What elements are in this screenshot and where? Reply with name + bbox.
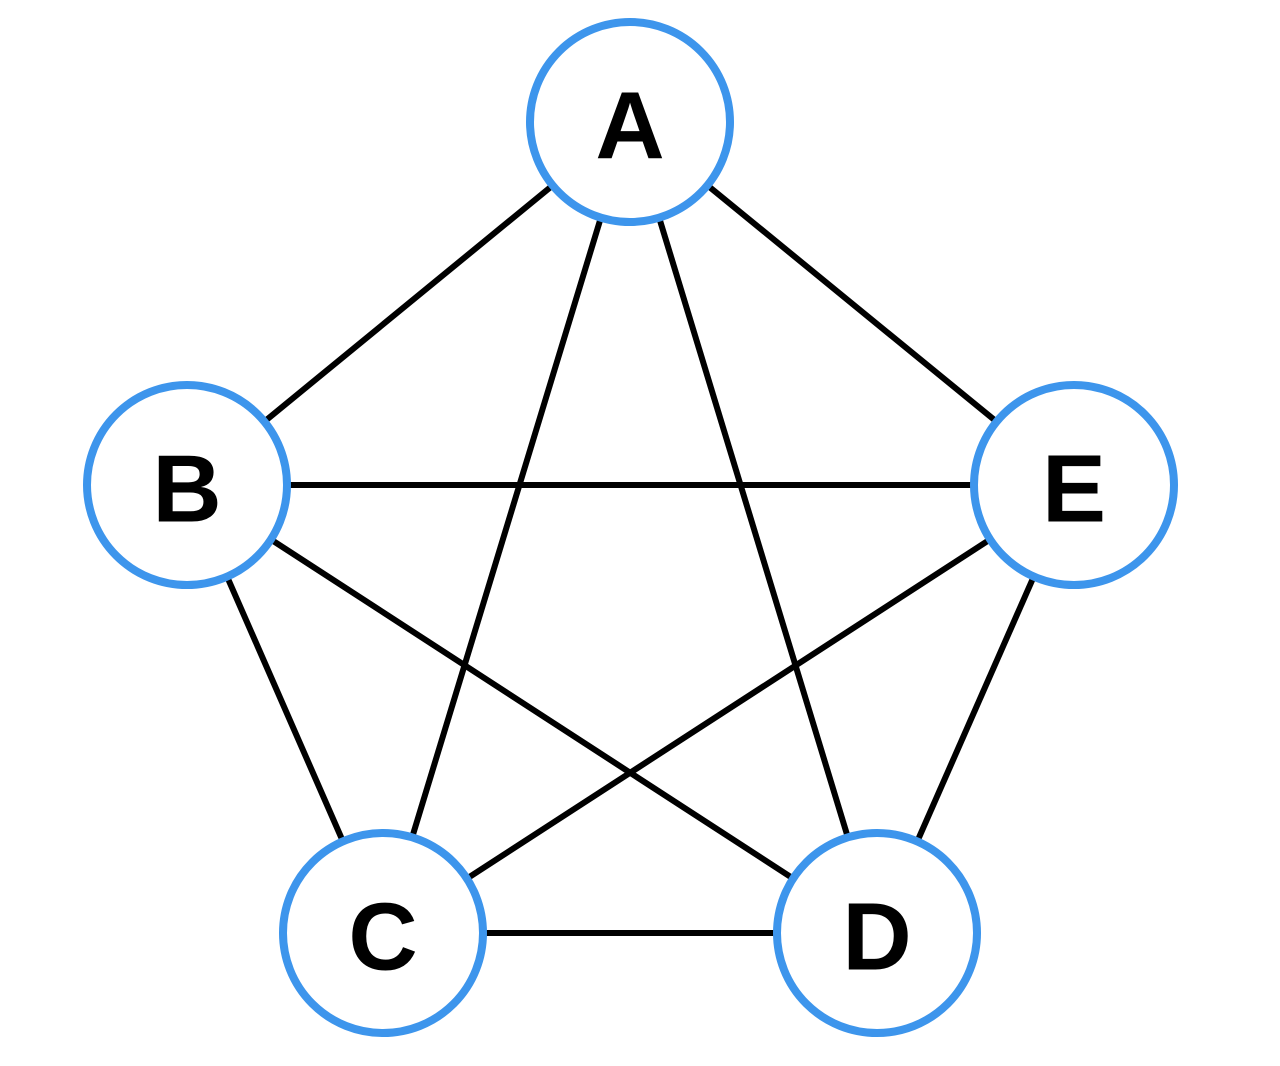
edge-b-d (185, 482, 879, 936)
node-circle-c (279, 829, 487, 1037)
edge-a-c (380, 121, 633, 934)
node-d: D (773, 829, 981, 1037)
edges-layer (184, 119, 1077, 936)
node-circle-d (773, 829, 981, 1037)
node-a: A (526, 18, 734, 226)
nodes-layer: A B C D E (83, 18, 1178, 1037)
edge-c-e (381, 482, 1076, 936)
node-label-a: A (595, 73, 664, 180)
node-label-c: C (348, 884, 417, 991)
node-label-b: B (152, 436, 221, 543)
node-circle-a (526, 18, 734, 226)
node-circle-e (970, 381, 1178, 589)
node-label-d: D (842, 884, 911, 991)
node-b: B (83, 381, 291, 589)
edge-a-d (627, 121, 880, 934)
node-circle-b (83, 381, 291, 589)
node-c: C (279, 829, 487, 1037)
node-label-e: E (1042, 436, 1106, 543)
node-e: E (970, 381, 1178, 589)
